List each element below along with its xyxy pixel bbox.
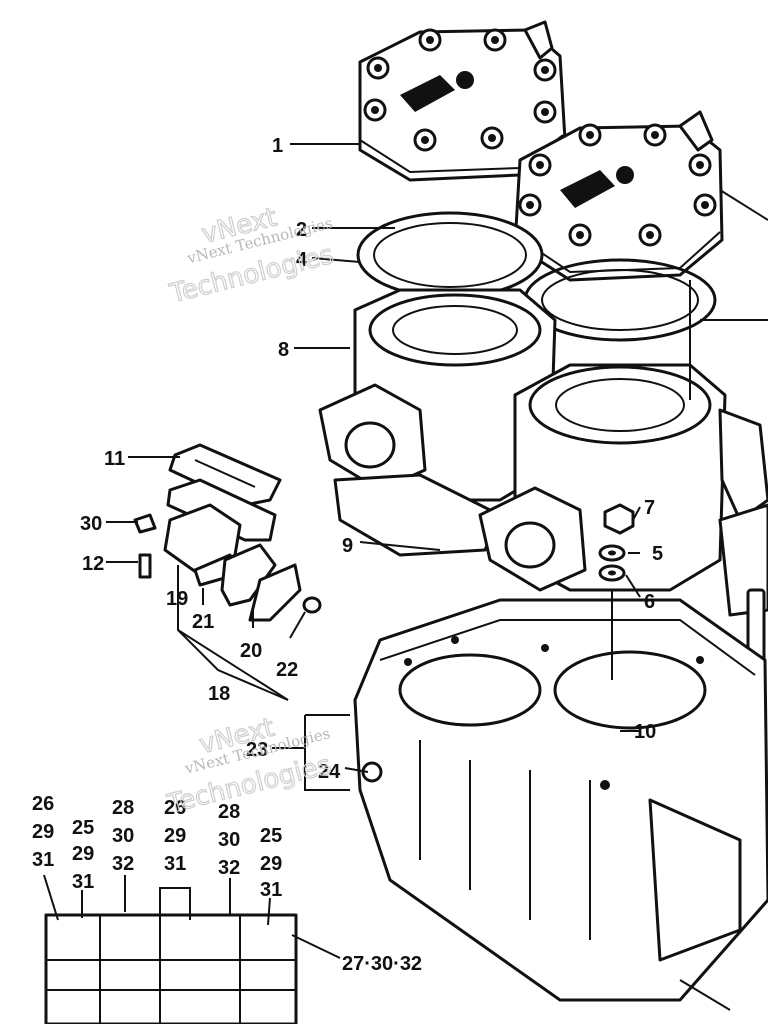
callout-7: 7 [644, 497, 655, 519]
bolt-label-29-b: 29 [72, 843, 94, 865]
watermark-lower: vNext vNext Technologies Technologies [163, 712, 334, 820]
callout-22: 22 [276, 659, 298, 681]
callout-6: 6 [644, 591, 655, 613]
callout-18: 18 [208, 683, 230, 705]
bolt-label-32-e: 32 [218, 857, 240, 879]
flat-washer [598, 564, 626, 582]
bolt-label-31-d: 31 [164, 853, 186, 875]
cylinder-head-right [513, 110, 724, 282]
head-gasket-left [356, 211, 544, 299]
watermark-upper: vNext vNext Technologies Technologies [166, 202, 337, 310]
callout-9: 9 [342, 535, 353, 557]
callout-5: 5 [652, 543, 663, 565]
callout-8: 8 [278, 339, 289, 361]
callout-30: 30 [80, 513, 102, 535]
reed-screw [133, 513, 322, 614]
cylinder-head-left [358, 20, 567, 182]
callout-4: 4 [296, 249, 308, 271]
bolt-label-31-f: 31 [260, 879, 282, 901]
bolt-label-28-c: 28 [112, 797, 134, 819]
callout-21: 21 [192, 611, 214, 633]
reed-valve-gasket [168, 443, 282, 507]
callout-10: 10 [634, 721, 656, 743]
crankcase-bolt-plan [44, 913, 298, 1024]
bolt-label-27-30-32: 27·30·32 [342, 953, 422, 975]
bolt-label-31-b: 31 [72, 871, 94, 893]
cylinder-base-gasket [333, 473, 502, 557]
cylinder-nut [603, 503, 635, 535]
lock-washer [598, 544, 626, 562]
callout-2: 2 [296, 219, 307, 241]
cylinder-left [318, 288, 557, 502]
bolt-label-25-f: 25 [260, 825, 282, 847]
callout-24: 24 [318, 761, 341, 783]
bolt-label-28-e: 28 [218, 801, 240, 823]
bolt-label-29-d: 29 [164, 825, 186, 847]
leader-lines [43, 143, 768, 1011]
crankcase [353, 598, 768, 1002]
reed-petals [220, 543, 302, 622]
callout-23: 23 [246, 739, 268, 761]
cylinder-right [478, 363, 768, 617]
bolt-label-31-a: 31 [32, 849, 54, 871]
bolt-label-32-c: 32 [112, 853, 134, 875]
bolt-label-26-a: 26 [32, 793, 54, 815]
callout-20: 20 [240, 640, 262, 662]
bolt-label-25-b: 25 [72, 817, 94, 839]
bolt-label-26-d: 26 [164, 797, 186, 819]
bolt-label-30-c: 30 [112, 825, 134, 847]
callout-labels: 1 2 4 8 9 11 30 12 19 21 20 22 18 7 5 6 … [32, 135, 663, 975]
callout-11: 11 [104, 448, 125, 470]
callout-19: 19 [166, 588, 188, 610]
callout-12: 12 [82, 553, 104, 575]
bolt-label-29-f: 29 [260, 853, 282, 875]
callout-1: 1 [272, 135, 283, 157]
bolt-label-29-a: 29 [32, 821, 54, 843]
bolt-label-30-e: 30 [218, 829, 240, 851]
